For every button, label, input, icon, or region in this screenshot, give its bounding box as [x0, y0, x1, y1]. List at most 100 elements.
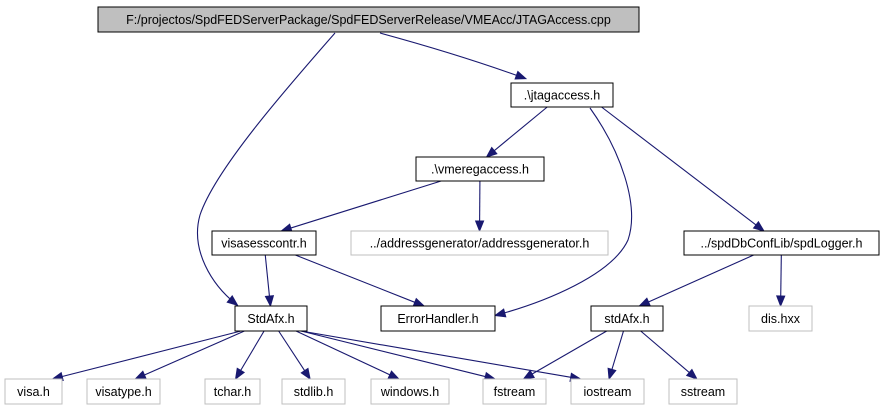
edge-line — [493, 106, 548, 152]
edge-jtagaccess-to-errorhandler — [493, 107, 633, 318]
node-label: sstream — [681, 385, 725, 399]
node-box — [415, 156, 545, 182]
arrowhead-icon — [412, 297, 426, 307]
node-stdafx2[interactable]: stdAfx.h — [590, 305, 664, 332]
edge-vmeregaccess-to-visasesscontr — [279, 180, 442, 233]
node-box — [668, 378, 738, 405]
node-label: .\vmeregaccess.h — [431, 162, 529, 176]
edges-layer — [51, 32, 786, 382]
edge-stdafx1-to-windows — [295, 330, 401, 380]
node-box — [482, 378, 547, 405]
node-fstream: fstream — [482, 378, 547, 405]
edge-stdafx1-to-visatype — [134, 330, 245, 380]
edge-vmeregaccess-to-addressgenerator — [474, 180, 485, 233]
node-label: dis.hxx — [761, 312, 801, 326]
node-box — [350, 230, 609, 256]
edge-line — [611, 330, 625, 371]
node-errorhandler[interactable]: ErrorHandler.h — [380, 305, 496, 332]
node-visatype: visatype.h — [86, 378, 161, 405]
arrowhead-icon — [752, 220, 766, 232]
edge-line — [143, 330, 245, 376]
node-label: stdAfx.h — [604, 312, 649, 326]
edge-line — [295, 254, 416, 304]
node-label: visa.h — [17, 385, 50, 399]
edge-line — [300, 330, 487, 378]
node-visa: visa.h — [4, 378, 63, 405]
arrowhead-icon — [685, 368, 698, 380]
edge-stdafx1-to-visa — [51, 330, 242, 382]
edge-root-to-jtagaccess — [379, 32, 528, 80]
arrowhead-icon — [522, 369, 535, 380]
edge-line — [640, 330, 691, 374]
edge-line — [300, 330, 572, 379]
node-label: stdlib.h — [294, 385, 334, 399]
arrowhead-icon — [234, 367, 246, 381]
node-sstream: sstream — [668, 378, 738, 405]
node-tchar: tchar.h — [204, 378, 261, 405]
edge-jtagaccess-to-spdlogger — [601, 106, 766, 232]
node-visasesscontr[interactable]: visasesscontr.h — [211, 230, 317, 256]
arrowhead-icon — [474, 220, 485, 233]
edge-stdafx2-to-iostream — [607, 330, 625, 381]
edge-root-to-stdafx1 — [196, 32, 336, 307]
node-box — [683, 230, 880, 256]
arrowhead-icon — [493, 308, 507, 318]
edge-jtagaccess-to-vmeregaccess — [485, 106, 548, 158]
node-box — [97, 6, 640, 33]
arrowhead-icon — [300, 367, 311, 381]
arrowhead-icon — [485, 146, 498, 158]
edge-line — [264, 254, 271, 298]
node-box — [370, 378, 450, 405]
edge-stdafx1-to-stdlib — [278, 330, 311, 381]
edge-line — [601, 106, 758, 226]
arrowhead-icon — [387, 370, 401, 380]
node-label: StdAfx.h — [247, 312, 294, 326]
node-label: fstream — [494, 385, 536, 399]
edge-line — [295, 330, 391, 376]
edge-stdafx2-to-sstream — [640, 330, 698, 380]
node-addressgenerator: ../addressgenerator/addressgenerator.h — [350, 230, 609, 256]
edge-visasesscontr-to-stdafx1 — [264, 254, 275, 308]
edge-stdafx1-to-tchar — [234, 330, 265, 381]
node-dis: dis.hxx — [748, 305, 813, 332]
node-label: ../spdDbConfLib/spdLogger.h — [701, 236, 863, 250]
node-label: ../addressgenerator/addressgenerator.h — [370, 236, 590, 250]
arrowhead-icon — [134, 370, 147, 380]
node-box — [590, 305, 664, 332]
arrowhead-icon — [264, 295, 275, 308]
node-box — [211, 230, 317, 256]
edge-line — [289, 180, 442, 229]
arrowhead-icon — [638, 297, 651, 307]
node-vmeregaccess[interactable]: .\vmeregaccess.h — [415, 156, 545, 182]
edge-stdafx2-to-fstream — [522, 330, 608, 380]
node-label: visasesscontr.h — [221, 236, 307, 250]
node-label: tchar.h — [214, 385, 252, 399]
node-label: F:/projectos/SpdFEDServerPackage/SpdFEDS… — [126, 13, 611, 27]
node-box — [86, 378, 161, 405]
edge-line — [531, 330, 608, 375]
node-box — [4, 378, 63, 405]
edge-line — [647, 254, 754, 303]
node-box — [510, 82, 614, 108]
node-root[interactable]: F:/projectos/SpdFEDServerPackage/SpdFEDS… — [97, 6, 640, 33]
node-iostream: iostream — [570, 378, 645, 405]
edge-line — [61, 330, 242, 378]
edge-line — [239, 330, 265, 372]
node-box — [281, 378, 346, 405]
edge-spdlogger-to-dis — [775, 254, 786, 308]
edge-line — [496, 107, 633, 316]
node-label: windows.h — [380, 385, 439, 399]
node-windows: windows.h — [370, 378, 450, 405]
arrowhead-icon — [226, 295, 239, 307]
node-stdlib: stdlib.h — [281, 378, 346, 405]
node-label: iostream — [584, 385, 632, 399]
node-box — [748, 305, 813, 332]
node-box — [204, 378, 261, 405]
arrowhead-icon — [514, 70, 528, 80]
node-jtagaccess[interactable]: .\jtagaccess.h — [510, 82, 614, 108]
node-stdafx1[interactable]: StdAfx.h — [234, 305, 308, 332]
node-spdlogger[interactable]: ../spdDbConfLib/spdLogger.h — [683, 230, 880, 256]
edge-line — [780, 254, 782, 298]
edge-line — [379, 32, 525, 79]
